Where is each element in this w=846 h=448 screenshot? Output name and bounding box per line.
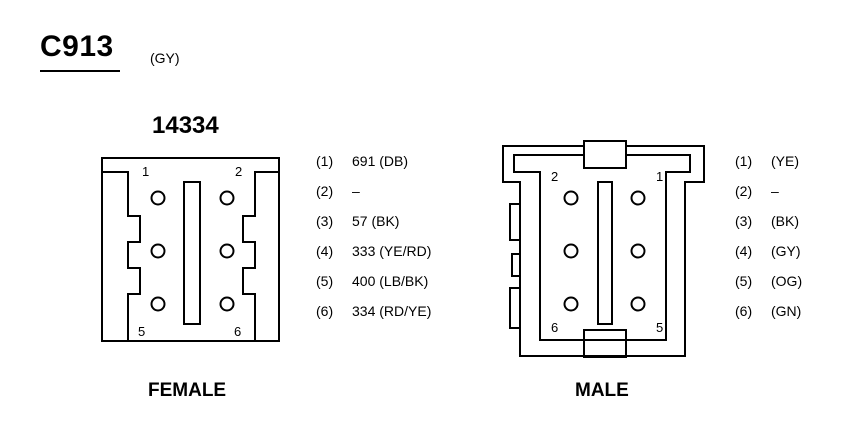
pin-row: (6) (GN) — [735, 296, 802, 326]
female-connector-face — [101, 157, 280, 342]
pin-color: (GN) — [771, 303, 802, 319]
male-left-tab-bottom — [509, 287, 520, 329]
pin-number: (5) — [735, 273, 753, 289]
male-corner-labels: 2 1 6 5 — [551, 169, 663, 335]
female-caption: FEMALE — [148, 380, 227, 401]
pin-number: (2) — [316, 183, 334, 199]
pin-circuit: 691 (DB) — [352, 153, 409, 169]
pin-row: (2) – — [316, 176, 431, 206]
pin-number: (1) — [735, 153, 753, 169]
pin-row: (5) (OG) — [735, 266, 802, 296]
female-cavity-2 — [219, 190, 235, 206]
pin-number: (4) — [316, 243, 334, 259]
female-center-rib — [183, 181, 201, 325]
pin-number: (5) — [316, 273, 334, 289]
male-inner-wall — [513, 154, 691, 341]
male-label-bottom-right: 5 — [656, 320, 663, 335]
female-label-top-right: 2 — [235, 164, 242, 179]
female-cavity-1 — [150, 190, 166, 206]
pin-number: (2) — [735, 183, 753, 199]
male-pin-3 — [630, 243, 646, 259]
female-cavity-6 — [219, 296, 235, 312]
female-cavity-5 — [150, 296, 166, 312]
pin-number: (6) — [316, 303, 334, 319]
pin-color: (YE) — [771, 153, 799, 169]
pin-row: (1) 691 (DB) — [316, 146, 431, 176]
male-label-top-right: 1 — [656, 169, 663, 184]
pin-circuit: – — [352, 183, 360, 199]
female-label-bottom-right: 6 — [234, 324, 241, 339]
female-cavity-3 — [150, 243, 166, 259]
pin-color: – — [771, 183, 779, 199]
pin-number: (3) — [735, 213, 753, 229]
female-cavity-4 — [219, 243, 235, 259]
male-top-latch — [583, 140, 627, 169]
connector-id-underline — [40, 70, 120, 72]
male-connector-face — [502, 140, 705, 358]
male-pin-1 — [630, 190, 646, 206]
pin-color: (OG) — [771, 273, 803, 289]
male-pin-4 — [563, 243, 579, 259]
male-bottom-latch — [583, 329, 627, 358]
female-label-bottom-left: 5 — [138, 324, 145, 339]
connector-id: C913 — [40, 30, 114, 63]
female-left-keyway — [102, 171, 141, 341]
male-caption: MALE — [575, 380, 629, 401]
male-left-tab-top — [509, 203, 520, 241]
female-label-top-left: 1 — [142, 164, 149, 179]
pin-row: (6) 334 (RD/YE) — [316, 296, 431, 326]
pin-number: (3) — [316, 213, 334, 229]
male-pin-2 — [563, 190, 579, 206]
pin-number: (6) — [735, 303, 753, 319]
male-pin-list: (1) (YE) (2) – (3) (BK) (4) (GY) (5) (OG) (6)… — [735, 146, 802, 326]
part-number: 14334 — [152, 112, 219, 139]
male-pin-5 — [630, 296, 646, 312]
pin-circuit: 400 (LB/BK) — [352, 273, 429, 289]
female-right-keyway — [242, 171, 279, 341]
pin-circuit: 334 (RD/YE) — [352, 303, 432, 319]
pin-number: (4) — [735, 243, 753, 259]
male-pin-6 — [563, 296, 579, 312]
pin-row: (1) (YE) — [735, 146, 802, 176]
pin-circuit: 333 (YE/RD) — [352, 243, 432, 259]
male-label-top-left: 2 — [551, 169, 558, 184]
male-label-bottom-left: 6 — [551, 320, 558, 335]
pin-row: (4) (GY) — [735, 236, 802, 266]
pin-circuit: 57 (BK) — [352, 213, 400, 229]
pin-row: (2) – — [735, 176, 802, 206]
pin-color: (GY) — [771, 243, 801, 259]
connector-color: (GY) — [150, 50, 180, 66]
pin-number: (1) — [316, 153, 334, 169]
pin-row: (4) 333 (YE/RD) — [316, 236, 431, 266]
pin-row: (5) 400 (LB/BK) — [316, 266, 431, 296]
pin-color: (BK) — [771, 213, 799, 229]
female-pin-list: (1) 691 (DB) (2) – (3) 57 (BK) (4) 333 (YE/R… — [316, 146, 431, 326]
pin-row: (3) (BK) — [735, 206, 802, 236]
male-center-rib — [597, 181, 613, 325]
female-corner-labels: 1 2 5 6 — [138, 164, 242, 339]
pin-row: (3) 57 (BK) — [316, 206, 431, 236]
female-outer-shell — [101, 157, 280, 342]
male-left-tab-middle — [511, 253, 520, 277]
